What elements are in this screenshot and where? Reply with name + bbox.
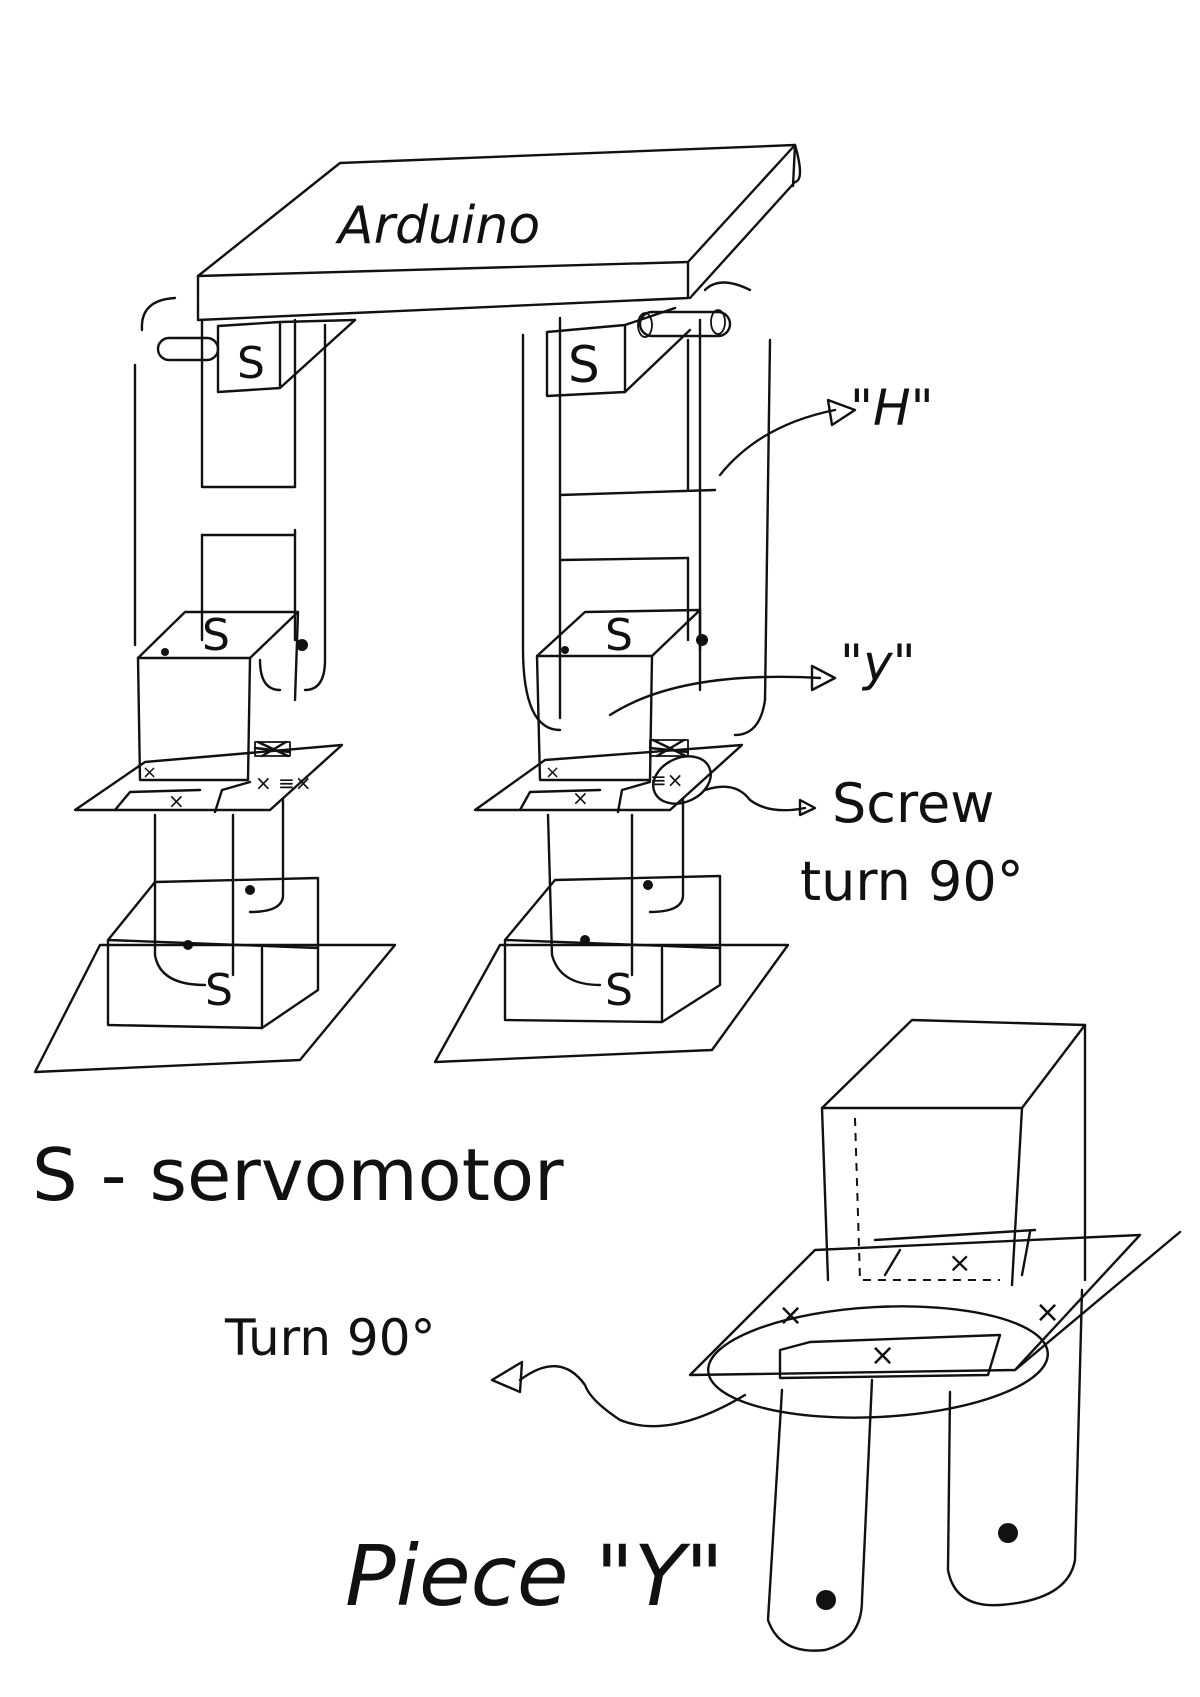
svg-text:×: × <box>168 789 185 813</box>
annotation-arrows <box>608 398 857 817</box>
piece-y-title: Piece "Y" <box>345 1527 724 1625</box>
servo-mark-left-base: S <box>205 965 233 1016</box>
svg-text:×: × <box>870 1338 895 1373</box>
arduino-board <box>196 143 802 322</box>
svg-text:×: × <box>778 1298 803 1333</box>
servo-mark-left-top: S <box>237 338 265 389</box>
svg-text:×: × <box>948 1246 971 1279</box>
piece-y-detail: × × × × <box>688 1018 1182 1652</box>
left-leg: S S × ≡× × × S <box>33 296 397 1074</box>
servo-mark-right-mid: S <box>605 610 633 661</box>
label-screw: Screw <box>832 772 994 835</box>
svg-text:×: × <box>142 762 157 783</box>
legend-servomotor: S - servomotor <box>32 1133 564 1217</box>
servo-mark-right-base: S <box>605 965 633 1016</box>
svg-text:×: × <box>1035 1295 1060 1330</box>
right-leg: S S ≡× × × S <box>433 281 790 1064</box>
turn-arrow <box>490 1360 747 1428</box>
label-turn: Turn 90° <box>224 1309 436 1367</box>
servo-mark-right-top: S <box>568 336 600 394</box>
svg-text:× ≡×: × ≡× <box>255 771 312 795</box>
label-screw-turn: turn 90° <box>800 850 1024 913</box>
svg-text:×: × <box>572 786 589 810</box>
arduino-label: Arduino <box>335 196 540 256</box>
svg-text:≡×: ≡× <box>650 768 684 792</box>
label-piece-h: "H" <box>850 379 934 437</box>
label-piece-y: "y" <box>840 634 916 692</box>
svg-text:×: × <box>545 762 560 783</box>
servo-mark-left-mid: S <box>202 610 230 661</box>
